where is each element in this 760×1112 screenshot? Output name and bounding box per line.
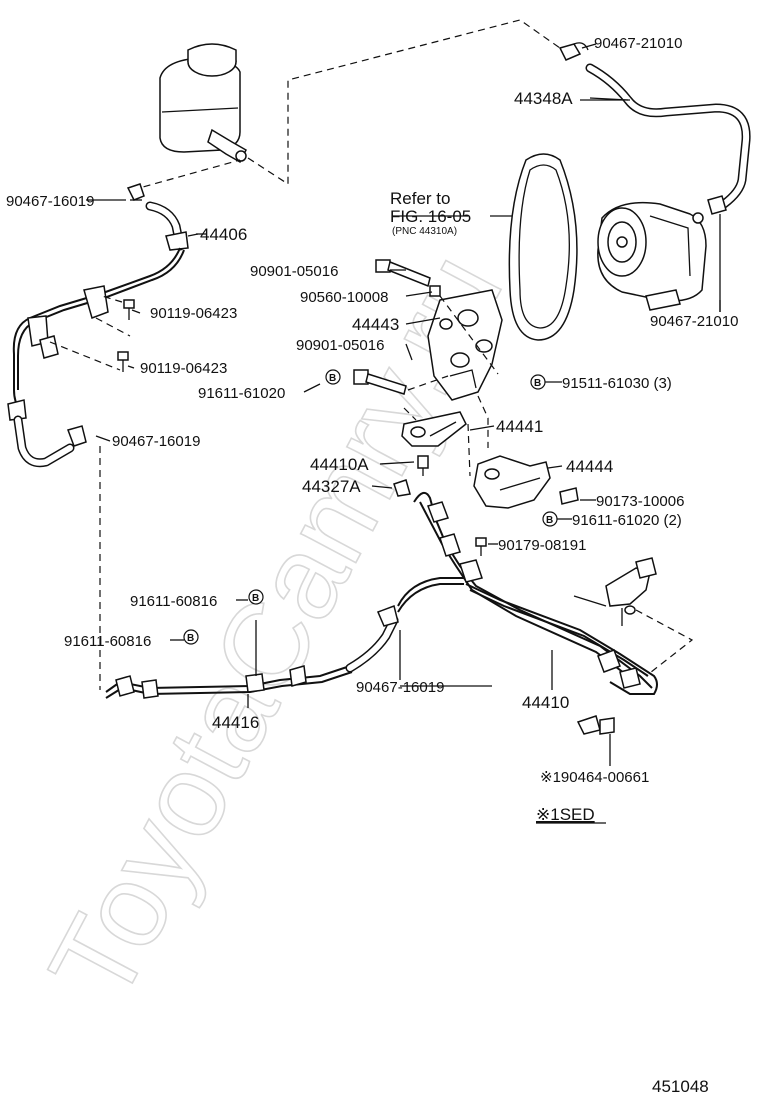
- hose-44348A: [585, 63, 751, 209]
- diagram-id: 451048: [652, 1077, 709, 1096]
- legend-text: ※1SED: [536, 805, 595, 824]
- svg-text:B: B: [187, 633, 194, 644]
- power-steering-pump: [597, 201, 707, 311]
- leader-lines: [86, 99, 721, 687]
- callout-label: 90467-16019: [112, 433, 200, 450]
- callout-label: 90179-08191: [498, 537, 586, 554]
- callout-label: 44416: [212, 713, 259, 732]
- callout-label: 91611-60816: [64, 633, 151, 650]
- reservoir-tank: [159, 43, 247, 164]
- bracket-44443: [427, 289, 503, 401]
- callout-label: 44406: [200, 225, 247, 244]
- bracket-44444: [473, 455, 551, 509]
- callout-label: 90467-21010: [650, 313, 738, 330]
- clamp-pump: [707, 195, 727, 215]
- callout-label: 90901-05016: [250, 263, 338, 280]
- bolt-44410A: [417, 455, 429, 476]
- callout-label: 90119-06423: [150, 305, 237, 322]
- hose-44416: [105, 577, 464, 699]
- callout-label: 44443: [352, 315, 399, 334]
- dashed-leader: [131, 159, 241, 191]
- callout-label: 91611-61020: [198, 385, 285, 402]
- b-marker: B B B B B: [183, 369, 558, 645]
- callout-label: 44441: [496, 417, 543, 436]
- callout-label: 44410: [522, 693, 569, 712]
- clamp-top: [558, 42, 589, 61]
- hose-lower-left: [7, 399, 87, 468]
- bolt-90179: [475, 537, 487, 556]
- callout-label: 90467-21010: [594, 35, 682, 52]
- reference-line2: FIG. 16-05: [390, 207, 471, 226]
- hose-44406: [126, 183, 189, 251]
- callout-label: 91611-60816: [130, 593, 217, 610]
- steering-gear: [573, 557, 657, 626]
- bracket-44441: [401, 411, 467, 447]
- callout-label: 44327A: [302, 477, 361, 496]
- svg-text:B: B: [252, 593, 259, 604]
- callout-label: 90173-10006: [596, 493, 684, 510]
- pressure-hose-44410: [413, 491, 658, 695]
- clamp-44327A: [393, 479, 411, 497]
- callout-label: 90467-16019: [356, 679, 444, 696]
- bolt-90901-lower: [353, 369, 407, 395]
- svg-text:B: B: [546, 515, 553, 526]
- reference-line3: (PNC 44310A): [392, 226, 457, 237]
- callout-label: 44444: [566, 457, 613, 476]
- reference-line1: Refer to: [390, 189, 450, 208]
- part-labels: 90467-21010 44348A 90467-16019 44406 909…: [6, 35, 738, 1096]
- line-clip: [27, 285, 109, 359]
- callout-label: 44348A: [514, 89, 573, 108]
- callout-label: 91511-61030 (3): [562, 375, 672, 392]
- clamp-90464: [576, 715, 615, 735]
- callout-label: 90467-16019: [6, 193, 94, 210]
- nut-90173: [559, 487, 579, 505]
- callout-label: 91611-61020 (2): [572, 512, 682, 529]
- svg-text:B: B: [329, 373, 336, 384]
- bolt-90119: [117, 299, 135, 372]
- callout-label: ※190464-00661: [540, 769, 649, 786]
- callout-label: 90901-05016: [296, 337, 384, 354]
- callout-label: 44410A: [310, 455, 369, 474]
- bolt-90901-upper: [375, 259, 441, 297]
- callout-label: 90119-06423: [140, 360, 227, 377]
- svg-text:B: B: [534, 378, 541, 389]
- return-line: [12, 247, 181, 411]
- drive-belt: [508, 153, 578, 341]
- callout-label: 90560-10008: [300, 289, 388, 306]
